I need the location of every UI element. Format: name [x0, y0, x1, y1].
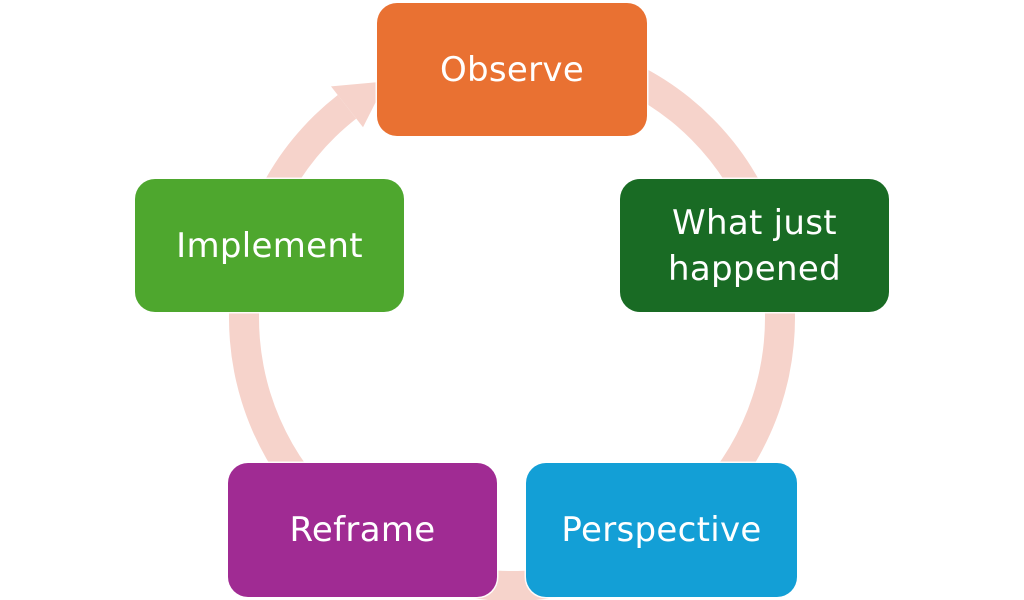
- ring-arrowhead-icon: [330, 81, 387, 128]
- node-observe-label: Observe: [439, 49, 585, 90]
- node-implement-label: Implement: [176, 225, 363, 266]
- node-reframe-label: Reframe: [289, 510, 436, 550]
- node-what-just-happened-label: What just happened: [668, 202, 841, 289]
- node-observe: Observe: [377, 3, 647, 136]
- node-perspective-label: Perspective: [561, 510, 762, 550]
- node-perspective: Perspective: [526, 463, 797, 597]
- node-what-just-happened: What just happened: [620, 179, 889, 312]
- node-reframe: Reframe: [228, 463, 497, 597]
- node-implement: Implement: [135, 179, 404, 312]
